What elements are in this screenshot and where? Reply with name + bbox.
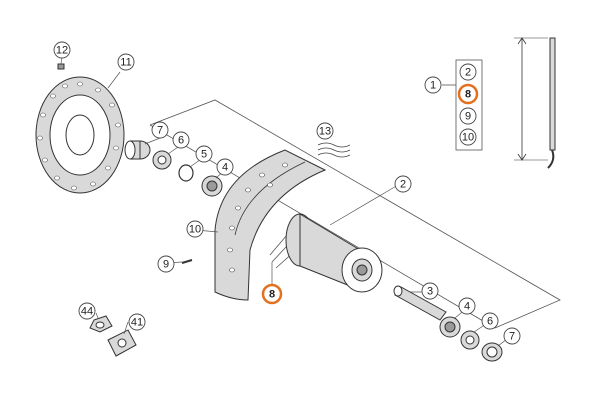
- left-spacer: [124, 140, 151, 160]
- callout-circle: [394, 175, 412, 193]
- callout-c7a: 7: [151, 121, 169, 139]
- callout-label: 13: [319, 126, 331, 138]
- callout-c13: 13: [316, 122, 334, 140]
- left-seal: [152, 150, 172, 170]
- callout-circle: [458, 297, 476, 315]
- callout-circle: [53, 41, 71, 59]
- callout-circle: [186, 220, 204, 238]
- callout-circle: [117, 53, 135, 71]
- rim: [214, 149, 327, 301]
- callout-label: 2: [400, 179, 406, 191]
- callout-label: 4: [464, 301, 470, 313]
- callout-circle: [151, 121, 169, 139]
- callout-c8a: 8: [261, 283, 283, 305]
- assembly-guide-lines: [149, 99, 561, 329]
- disc-bolt: [57, 63, 65, 70]
- callout-label: 9: [163, 259, 169, 271]
- callout-c41: 41: [128, 313, 146, 331]
- callout-label: 7: [509, 331, 515, 343]
- callout-label: 2: [465, 67, 471, 79]
- callout-circle: [459, 107, 477, 125]
- callout-circle: [216, 158, 234, 176]
- callout-label: 6: [487, 316, 493, 328]
- callout-c2a: 2: [394, 175, 412, 193]
- callout-label: 8: [465, 89, 471, 101]
- callout-circle: [261, 283, 283, 305]
- right-bearing: [439, 316, 461, 338]
- callout-label: 10: [462, 132, 474, 144]
- callout-label: 1: [430, 80, 436, 92]
- callout-c44: 44: [78, 302, 96, 320]
- callout-c10a: 10: [186, 220, 204, 238]
- nipple-screw: [181, 259, 193, 264]
- callout-circle: [195, 145, 213, 163]
- axle-nut: [89, 315, 113, 333]
- callout-c12: 12: [53, 41, 71, 59]
- right-seal: [460, 330, 480, 350]
- leader-lines: [60, 55, 512, 347]
- callout-label: 8: [269, 289, 275, 301]
- callout-k10: 10: [459, 128, 477, 146]
- callout-k9: 9: [459, 107, 477, 125]
- callout-label: 3: [427, 286, 433, 298]
- callout-circle: [128, 313, 146, 331]
- callout-circle: [421, 282, 439, 300]
- callout-c4b: 4: [458, 297, 476, 315]
- brake-disc: [35, 76, 125, 194]
- callout-label: 5: [201, 149, 207, 161]
- callout-k2: 2: [459, 63, 477, 81]
- left-circlip: [178, 164, 194, 182]
- callout-label: 44: [81, 306, 93, 318]
- callout-c3: 3: [421, 282, 439, 300]
- callout-label: 4: [222, 162, 228, 174]
- callout-c1: 1: [424, 76, 442, 94]
- callout-c5: 5: [195, 145, 213, 163]
- callout-label: 10: [189, 224, 201, 236]
- callout-c9a: 9: [157, 255, 175, 273]
- callout-c6b: 6: [481, 312, 499, 330]
- spoke-set: [317, 142, 351, 158]
- callout-label: 6: [178, 135, 184, 147]
- callout-c6a: 6: [172, 131, 190, 149]
- chain-adjuster: [107, 329, 137, 357]
- callout-circle: [316, 122, 334, 140]
- callout-c11: 11: [117, 53, 135, 71]
- right-spacer: [481, 342, 503, 362]
- callout-c7b: 7: [503, 327, 521, 345]
- axle-sleeve: [393, 285, 447, 321]
- callout-circle: [172, 131, 190, 149]
- callout-label: 12: [56, 45, 68, 57]
- callout-circle: [459, 128, 477, 146]
- callout-k8: 8: [457, 83, 479, 105]
- callout-label: 11: [120, 57, 131, 69]
- callout-circle: [78, 302, 96, 320]
- callout-label: 7: [157, 125, 163, 137]
- callout-label: 9: [465, 111, 471, 123]
- callout-circle: [457, 83, 479, 105]
- spoke-length-indicator: [514, 37, 556, 169]
- callout-circle: [157, 255, 175, 273]
- callout-circle: [503, 327, 521, 345]
- callout-circle: [424, 76, 442, 94]
- callout-circle: [481, 312, 499, 330]
- hub: [285, 213, 383, 293]
- callout-c4a: 4: [216, 158, 234, 176]
- left-bearing: [201, 175, 223, 197]
- callout-label: 41: [131, 317, 143, 329]
- callout-circle: [459, 63, 477, 81]
